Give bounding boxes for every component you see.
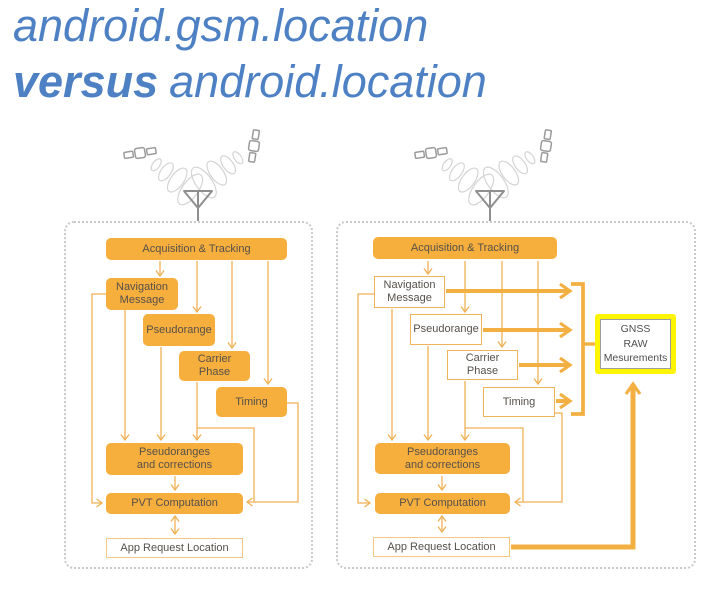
- flow-box-pseudoranges-corrections: Pseudoranges and corrections: [106, 443, 243, 475]
- box-label: Carrier: [465, 352, 500, 364]
- box-label: and corrections: [404, 458, 481, 471]
- app-to-raw-arrow: [511, 381, 642, 550]
- box-label: PVT Computation: [131, 497, 218, 509]
- gsm-location-panel: [64, 221, 313, 569]
- flow-box-app-request-location: App Request Location: [373, 537, 510, 557]
- flow-box-pseudorange: Pseudorange: [143, 314, 215, 346]
- box-label: PVT Computation: [399, 497, 486, 509]
- box-label: App Request Location: [120, 541, 229, 554]
- box-label: Navigation: [383, 279, 436, 291]
- box-label: Acquisition & Tracking: [142, 242, 251, 255]
- box-label: RAW: [623, 337, 648, 350]
- android-location-panel: [336, 221, 696, 569]
- flow-box-pvt-computation: PVT Computation: [106, 493, 243, 514]
- box-label: and corrections: [136, 459, 213, 471]
- satellite-signal-icon: [478, 122, 569, 203]
- satellite-signal-icon: [408, 129, 499, 210]
- box-label: Mesurements: [603, 352, 668, 365]
- title-line1-text: android.gsm.location: [13, 0, 429, 51]
- box-label: Carrier: [197, 353, 232, 365]
- title-line1: android.gsm.location: [13, 0, 487, 54]
- raw-measurement-arrows: [446, 282, 642, 550]
- flow-box-pseudoranges-corrections: Pseudoranges and corrections: [375, 443, 510, 474]
- flow-box-timing: Timing: [216, 387, 287, 417]
- flow-box-carrier-phase: Carrier Phase: [447, 350, 518, 380]
- box-label: GNSS: [620, 323, 651, 336]
- flow-box-pseudorange: Pseudorange: [410, 314, 482, 345]
- box-label: Pseudoranges: [407, 445, 478, 458]
- flow-box-gnss-raw-measurements: GNSS RAW Mesurements: [600, 319, 671, 369]
- box-label: Phase: [198, 366, 231, 378]
- box-label: Pseudorange: [413, 323, 479, 335]
- flow-box-app-request-location: App Request Location: [106, 538, 243, 558]
- title-line2-text: android.location: [169, 56, 487, 107]
- box-label: Acquisition & Tracking: [410, 241, 520, 254]
- box-label: Message: [387, 292, 432, 304]
- box-label: Message: [119, 294, 165, 306]
- flow-box-navigation-message: Navigation Message: [374, 276, 445, 308]
- antenna-icon: [183, 190, 213, 221]
- title-versus-text: versus: [13, 56, 159, 107]
- left-diagram-connectors: [91, 261, 299, 536]
- box-label: Pseudorange: [146, 323, 212, 336]
- flow-box-acquisition-tracking: Acquisition & Tracking: [373, 237, 557, 259]
- antenna-icon: [475, 190, 505, 221]
- gnss-raw-measurements-highlight: GNSS RAW Mesurements: [595, 314, 676, 374]
- raw-collector-bracket: [571, 282, 585, 416]
- flow-box-navigation-message: Navigation Message: [106, 278, 178, 310]
- flow-box-pvt-computation: PVT Computation: [375, 493, 510, 514]
- satellite-signal-icon: [117, 129, 208, 210]
- box-label: Timing: [235, 395, 268, 408]
- flow-box-timing: Timing: [483, 387, 555, 417]
- satellite-signal-icon: [186, 122, 277, 203]
- box-label: Timing: [502, 395, 536, 408]
- box-label: Pseudoranges: [139, 446, 210, 458]
- flow-box-acquisition-tracking: Acquisition & Tracking: [106, 238, 287, 260]
- flow-box-carrier-phase: Carrier Phase: [179, 351, 250, 381]
- box-label: App Request Location: [387, 540, 496, 553]
- box-label: Navigation: [116, 281, 168, 293]
- box-label: Phase: [466, 365, 499, 377]
